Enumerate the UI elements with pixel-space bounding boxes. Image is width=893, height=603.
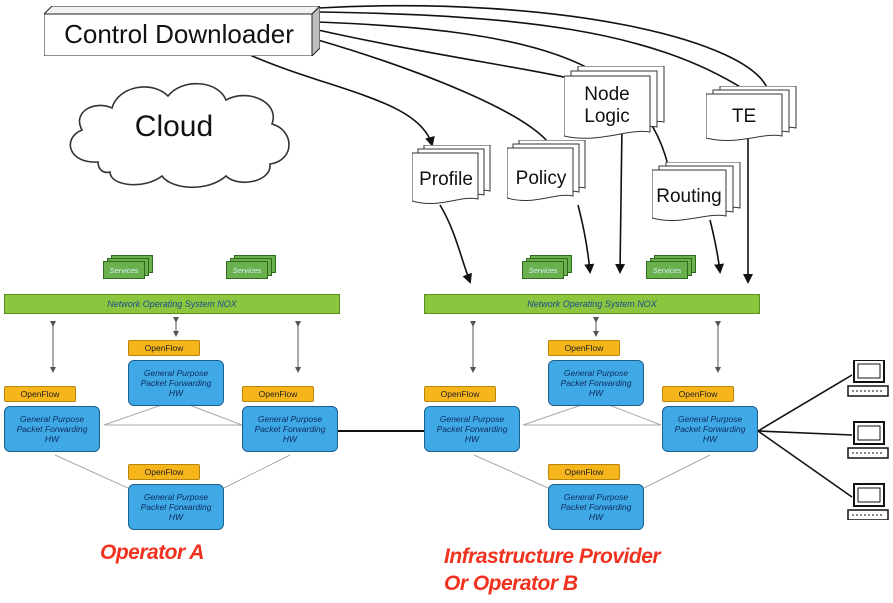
profile-label: Profile	[419, 169, 473, 190]
box-3d-icon	[44, 6, 320, 56]
arrow-routing-to-nox	[709, 219, 725, 274]
document-stack-icon	[507, 140, 586, 202]
computer-terminal-icon	[847, 421, 889, 459]
document-stack-icon	[412, 145, 491, 205]
arrow-profile-to-nox	[439, 204, 472, 284]
arrow-to-outer	[317, 4, 769, 91]
control-downloader-label: Control Downloader	[64, 19, 294, 49]
nox-bar-operator-a: Network Operating System NOX	[4, 294, 340, 314]
node-logic-label-line2: Logic	[584, 106, 630, 127]
arrow-to-profile	[249, 54, 435, 147]
node-logic-label-line1: Node	[584, 84, 630, 105]
policy-doc-stack: Policy	[507, 140, 587, 206]
profile-doc-stack: Profile	[412, 145, 492, 209]
operator-a-label: Operator A	[100, 541, 204, 564]
control-downloader-box: Control Downloader	[44, 6, 320, 56]
document-stack-icon	[706, 86, 797, 141]
computer-terminal-icon	[847, 360, 889, 397]
openflow-b-bottom: OpenFlow	[548, 464, 620, 480]
openflow-b-top: OpenFlow	[548, 340, 620, 356]
operator-b-label-line2: Or Operator B	[444, 572, 578, 595]
arrow-to-policy	[317, 39, 549, 143]
cloud-label: Cloud	[134, 110, 214, 143]
openflow-b-right: OpenFlow	[662, 386, 734, 402]
arrow-policy-to-nox	[577, 204, 595, 274]
computer-terminal-icon	[847, 483, 889, 520]
arrow-nodelogic-to-nox	[615, 124, 626, 274]
policy-label: Policy	[515, 168, 567, 189]
services-stack-left-1: Services	[103, 255, 153, 279]
operator-b-label-line1: Infrastructure Provider	[444, 545, 661, 568]
services-label: Services	[232, 265, 262, 275]
openflow-a-left: OpenFlow	[4, 386, 76, 402]
openflow-a-bottom: OpenFlow	[128, 464, 200, 480]
routing-label: Routing	[656, 186, 722, 207]
services-stack-right-2: Services	[646, 255, 696, 279]
openflow-b-left: OpenFlow	[424, 386, 496, 402]
cloud-icon	[69, 82, 290, 188]
routing-doc-stack: Routing	[652, 162, 742, 226]
node-logic-doc-stack: Node Logic	[564, 66, 666, 142]
services-stack-left-2: Services	[226, 255, 276, 279]
te-doc-stack: TE	[706, 86, 798, 146]
services-label: Services	[109, 265, 139, 275]
services-label: Services	[528, 265, 558, 275]
document-stack-icon	[564, 66, 665, 139]
arrow-to-node-logic	[317, 29, 586, 83]
arrow-to-te	[317, 11, 746, 91]
cloud: Cloud	[58, 72, 298, 190]
te-label: TE	[731, 106, 757, 127]
document-stack-icon	[652, 162, 741, 222]
nox-bar-operator-b: Network Operating System NOX	[424, 294, 760, 314]
terminals	[847, 360, 889, 520]
services-stack-right-1: Services	[522, 255, 572, 279]
openflow-a-top: OpenFlow	[128, 340, 200, 356]
openflow-a-right: OpenFlow	[242, 386, 314, 402]
services-label: Services	[652, 265, 682, 275]
